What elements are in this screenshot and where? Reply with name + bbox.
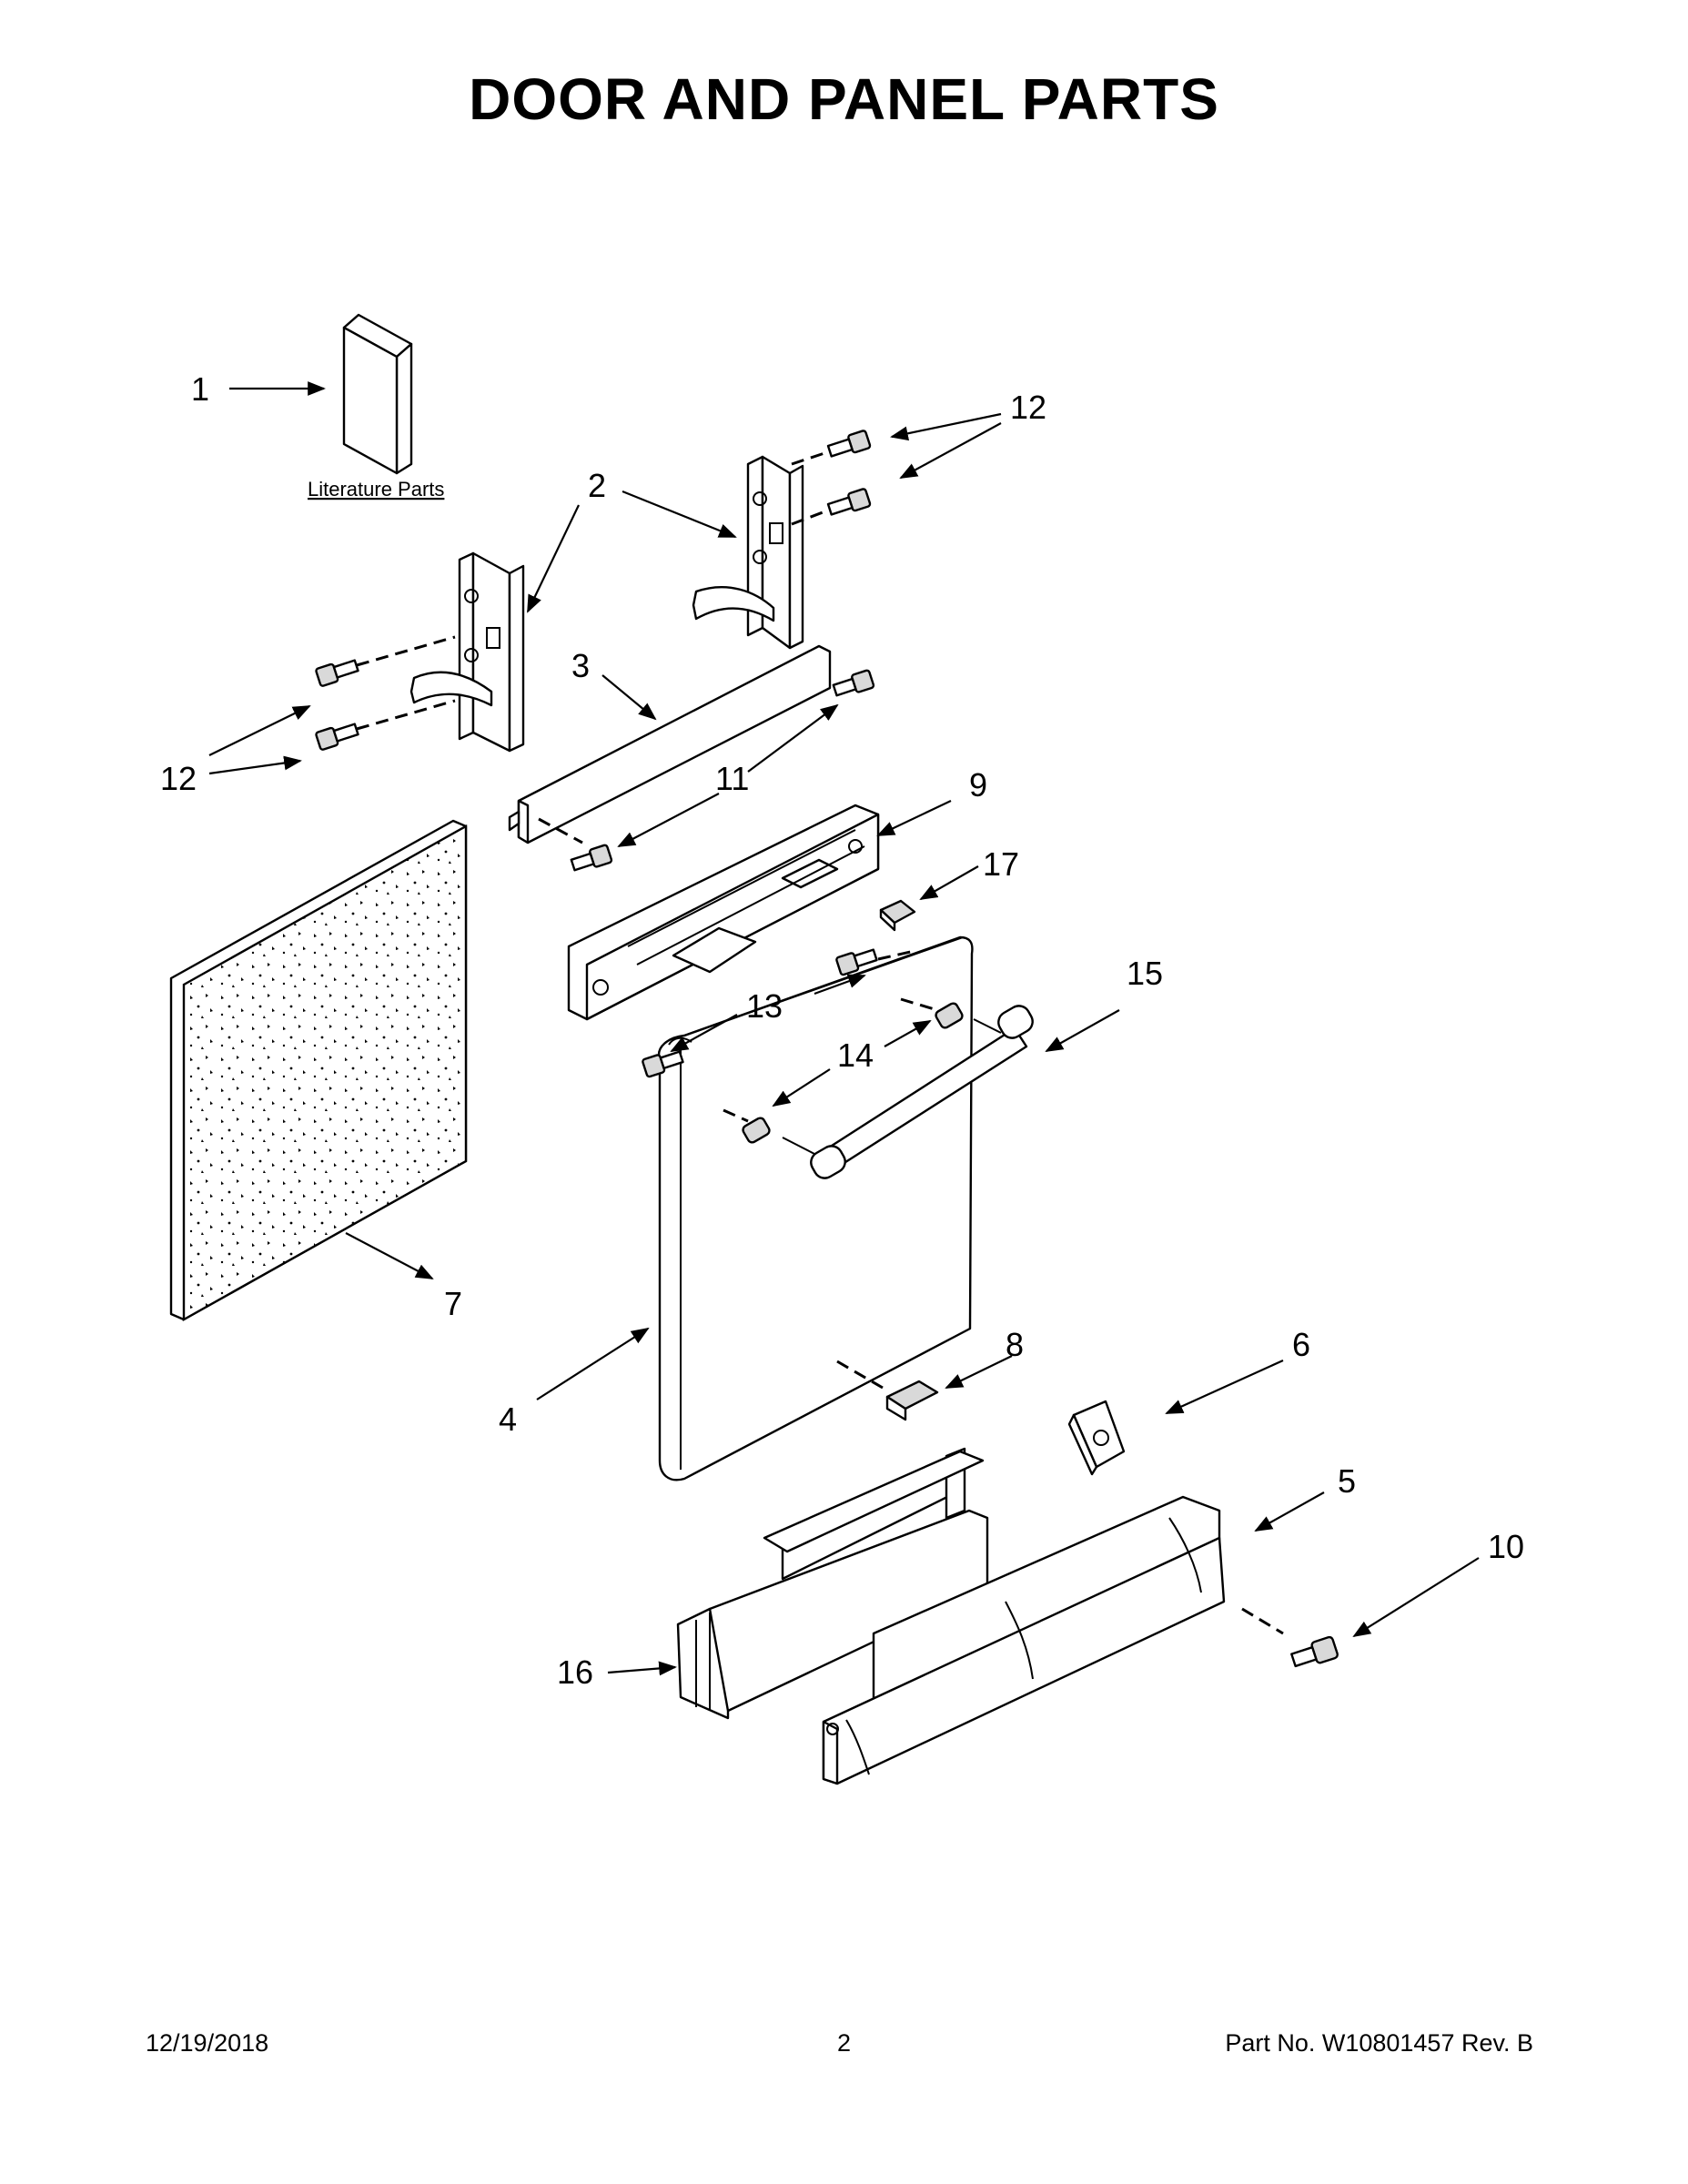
- outer-door-panel: [657, 935, 974, 1481]
- callout-10: 10: [1488, 1528, 1524, 1565]
- latch-clip: [1067, 1400, 1126, 1476]
- door-top-channel: [508, 644, 832, 844]
- small-clip: [879, 899, 916, 932]
- screws-right: [791, 430, 872, 526]
- footer-page-number: 2: [836, 2029, 852, 2057]
- callout-6: 6: [1292, 1326, 1310, 1363]
- callout-3: 3: [571, 647, 590, 684]
- door-handle: [782, 1005, 1034, 1179]
- inner-door-panel: [169, 819, 468, 1322]
- callout-7: 7: [444, 1285, 462, 1322]
- callout-16: 16: [557, 1653, 593, 1691]
- callout-12-left: 12: [160, 760, 197, 797]
- door-badge: [836, 1360, 939, 1421]
- callout-4: 4: [499, 1400, 517, 1438]
- handle-stud-upper: [900, 997, 964, 1029]
- hinge-bracket-right: [692, 455, 804, 650]
- screws-left: [315, 635, 456, 751]
- callout-9: 9: [969, 766, 987, 804]
- callout-5: 5: [1338, 1462, 1356, 1500]
- callout-1: 1: [191, 370, 209, 408]
- page-title: DOOR AND PANEL PARTS: [469, 66, 1219, 132]
- footer-date: 12/19/2018: [146, 2029, 269, 2057]
- screw-11-right: [832, 669, 875, 697]
- literature-booklet: [342, 313, 413, 475]
- callout-2: 2: [588, 467, 606, 504]
- callout-12-right: 12: [1010, 389, 1046, 426]
- literature-parts-label: Literature Parts: [308, 478, 444, 500]
- toe-panel: [676, 1447, 989, 1720]
- footer-part-number: Part No. W10801457 Rev. B: [1225, 2029, 1533, 2057]
- callout-17: 17: [983, 845, 1019, 883]
- callout-13: 13: [746, 987, 783, 1025]
- kick-plate-bracket: [822, 1495, 1226, 1785]
- door-screw-upper: [835, 948, 915, 976]
- screw-11-left: [538, 817, 613, 872]
- callout-15: 15: [1127, 955, 1163, 992]
- callout-14: 14: [837, 1036, 874, 1074]
- callout-11: 11: [715, 760, 749, 797]
- control-console: [567, 804, 880, 1021]
- kick-plate-screw: [1241, 1607, 1339, 1668]
- door-screw-lower: [642, 1050, 684, 1078]
- handle-stud-lower: [723, 1108, 771, 1144]
- callout-8: 8: [1006, 1326, 1024, 1363]
- hinge-bracket-left: [409, 551, 525, 753]
